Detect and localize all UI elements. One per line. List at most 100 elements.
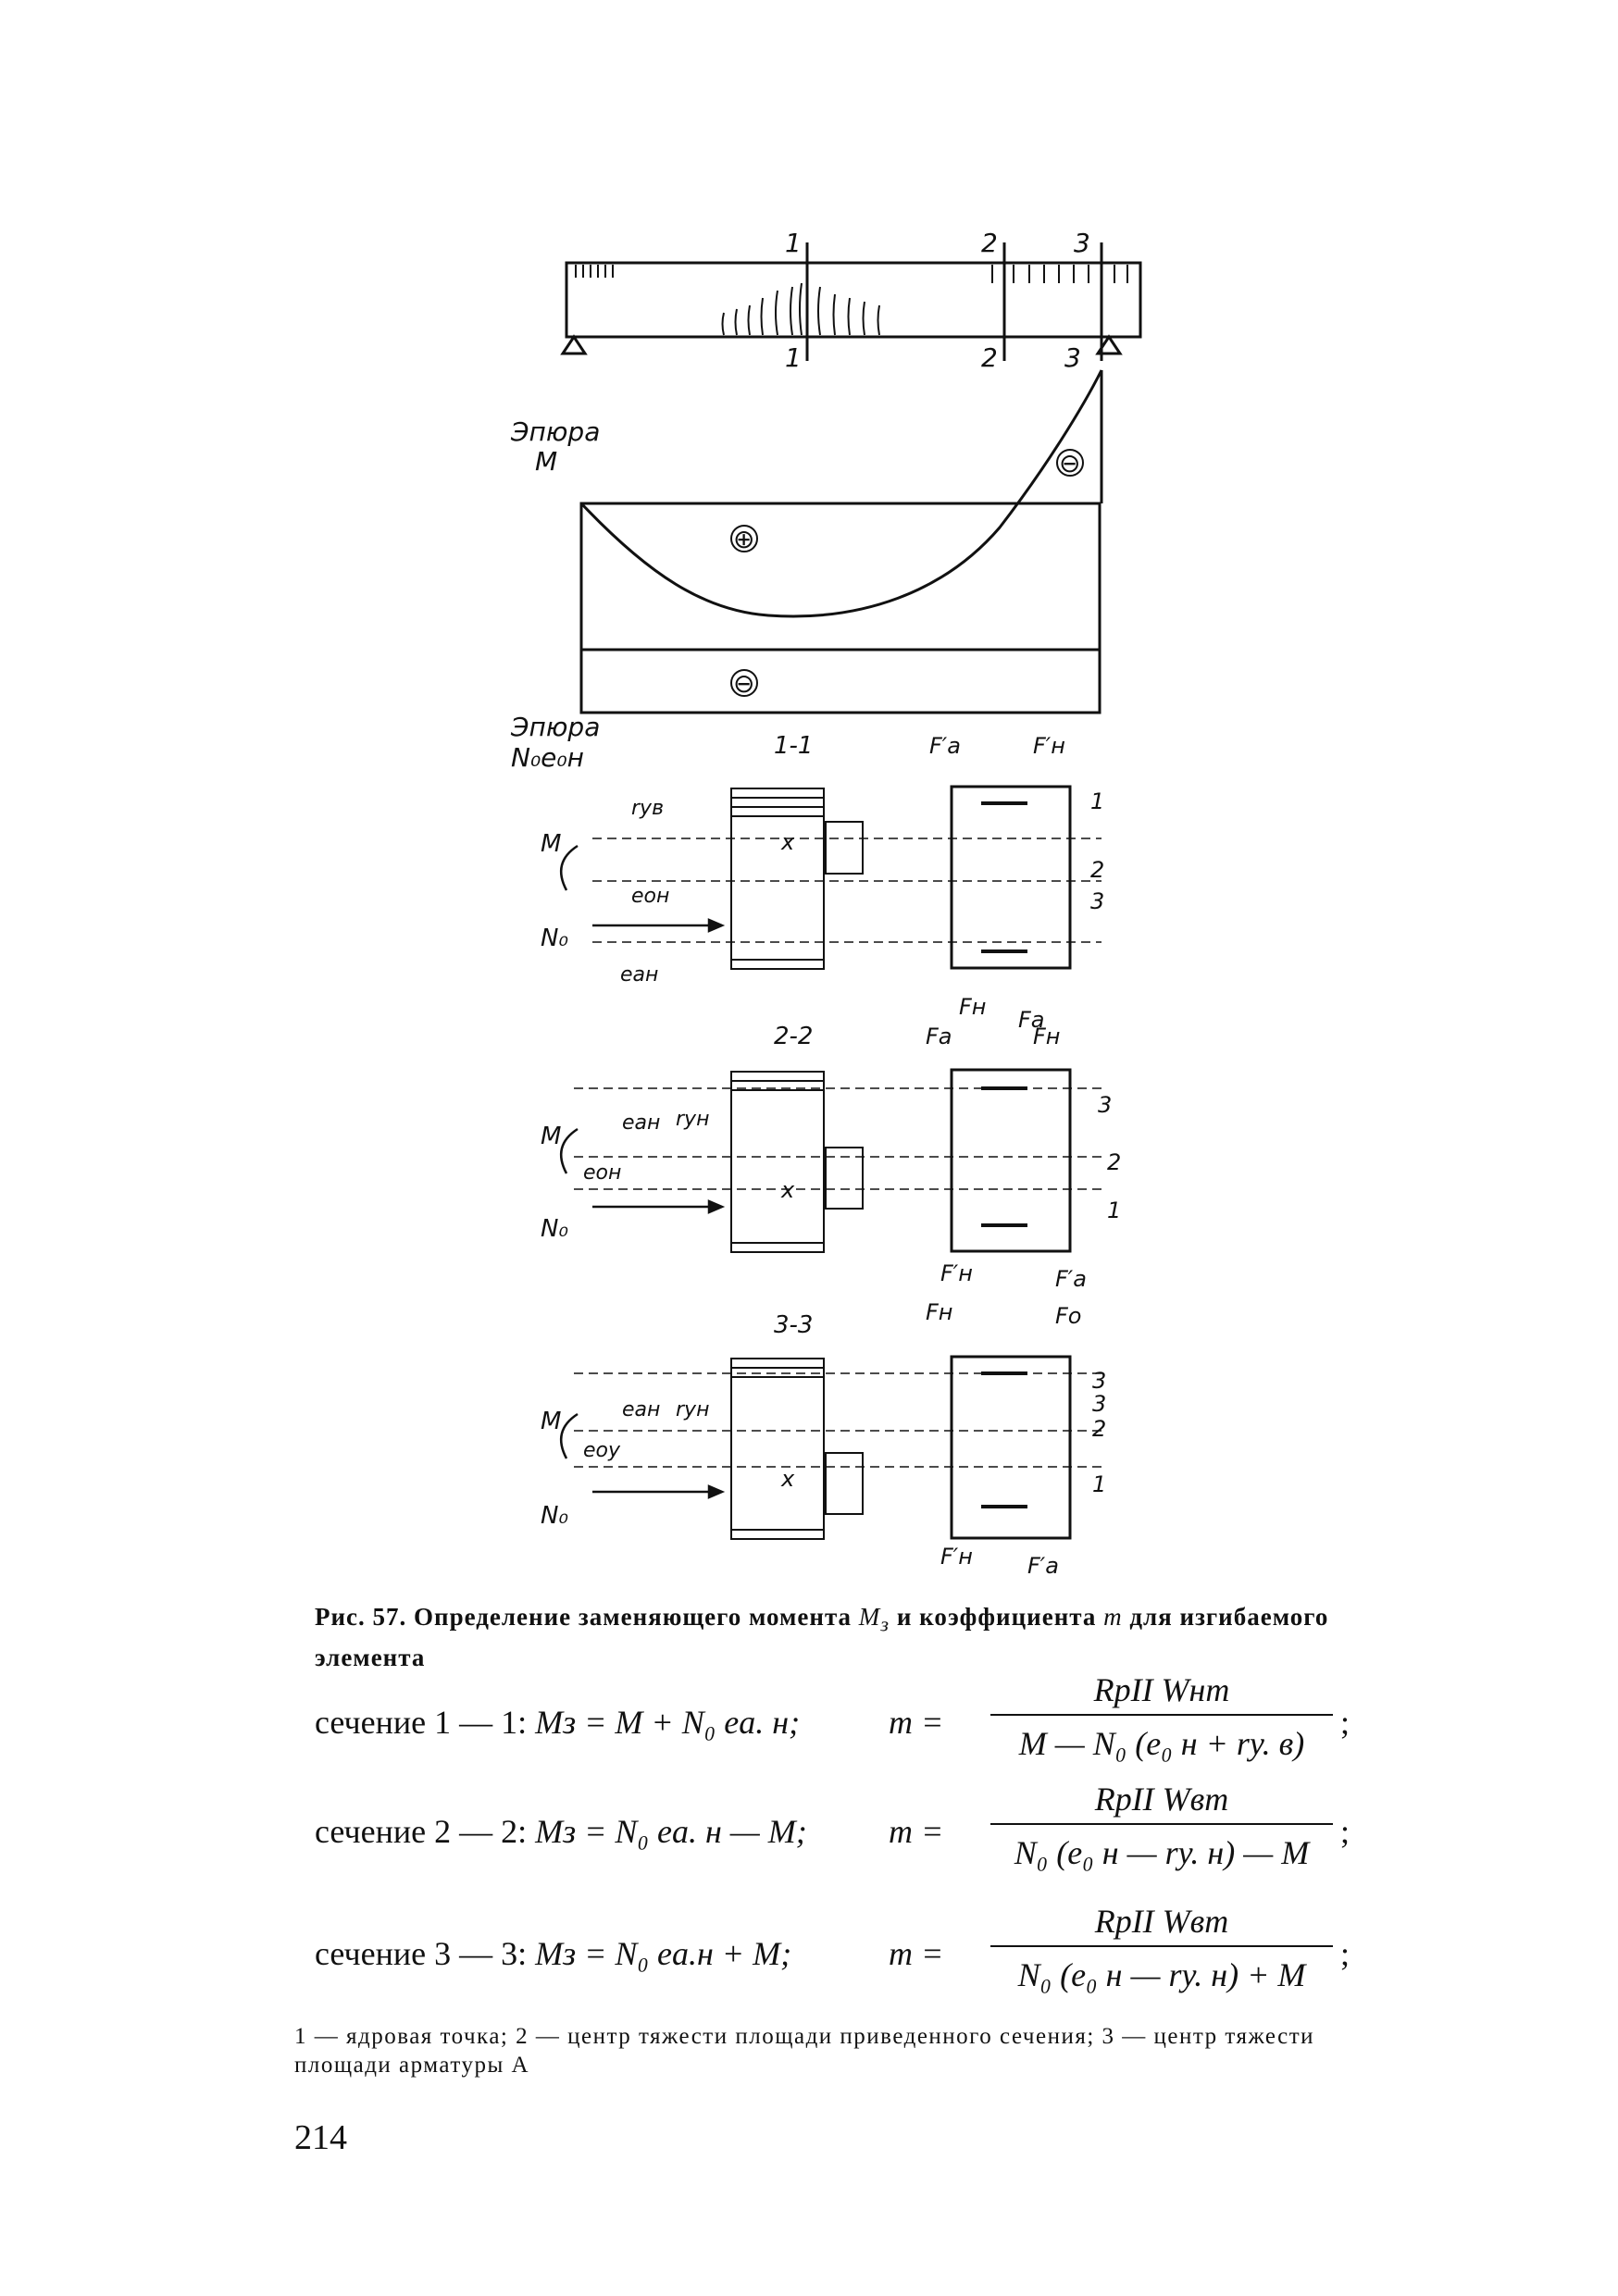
label-n0-1: N₀ xyxy=(541,925,568,952)
formula-1-m-eq: m = xyxy=(889,1704,944,1741)
formula-1-section: сечение 1 — 1: xyxy=(315,1704,528,1741)
label-m-1: M xyxy=(541,830,561,858)
label-p3-2: 3 xyxy=(1098,1092,1112,1118)
section-title-3: 3-3 xyxy=(774,1311,813,1339)
label-p1-2: 1 xyxy=(1107,1198,1121,1223)
label-n0-2: N₀ xyxy=(541,1215,568,1243)
label-m-3: M xyxy=(541,1408,561,1435)
n-diagram-label-line1: Эпюра xyxy=(510,712,600,742)
formula-section-2: сечение 2 — 2: Mз = N₀ eа. н — M; m = Rp… xyxy=(315,1775,1361,1886)
n-diagram-label-line2: N₀e₀н xyxy=(511,742,584,773)
formula-3-denominator: N₀ (e₀ н — rу. н) + M xyxy=(1017,1956,1306,1993)
label-p1-1: 1 xyxy=(1090,788,1104,814)
section-2-axes xyxy=(574,1087,1101,1190)
section-3-cross-section xyxy=(950,1355,1072,1540)
label-eon-2: eон xyxy=(583,1161,621,1185)
minus-sign-top: ⊖ xyxy=(1059,448,1080,478)
section-title-2: 2-2 xyxy=(774,1023,813,1050)
beam-mark-3-top: 3 xyxy=(1074,228,1090,258)
caption-middle: и коэффициента xyxy=(890,1603,1104,1631)
formula-3-section: сечение 3 — 3: xyxy=(315,1935,528,1972)
label-ean-1: eан xyxy=(620,963,658,987)
top-cracks-left xyxy=(575,265,614,278)
bottom-cracks xyxy=(721,282,880,336)
formula-2-numerator: RpII Wвт xyxy=(1094,1781,1229,1818)
label-p3b-3: 3 xyxy=(1092,1391,1106,1417)
formula-3-end: ; xyxy=(1340,1935,1350,1972)
formula-2-end: ; xyxy=(1340,1813,1350,1850)
label-p3-3: 3 xyxy=(1092,1368,1106,1394)
figure-legend: 1 — ядровая точка; 2 — центр тяжести пло… xyxy=(294,2024,1315,2079)
formula-3-m-eq: m = xyxy=(889,1935,944,1972)
formula-2-m-eq: m = xyxy=(889,1813,944,1850)
beam-mark-2-top: 2 xyxy=(981,228,998,258)
section-1-axes xyxy=(592,838,1101,943)
section-1-cross-section xyxy=(950,785,1072,970)
label-eon-1: eон xyxy=(631,885,669,908)
label-fn-prime-2: F′н xyxy=(940,1260,973,1286)
formula-1-denominator: M — N₀ (e₀ н + rу. в) xyxy=(1018,1725,1305,1762)
formula-section-3: сечение 3 — 3: Mз = N₀ eа.н + M; m = RpI… xyxy=(315,1897,1361,2008)
caption-m: m xyxy=(1103,1603,1123,1631)
right-support xyxy=(1095,334,1123,355)
formula-section-1: сечение 1 — 1: Mз = M + N₀ eа. н; m = Rp… xyxy=(315,1666,1361,1777)
label-p2-3: 2 xyxy=(1092,1416,1106,1442)
label-fn-prime-3: F′н xyxy=(940,1544,973,1570)
top-cracks-right xyxy=(991,265,1128,283)
label-fa-prime-1: F′a xyxy=(929,733,961,759)
label-fa-2: Fa xyxy=(926,1024,952,1049)
label-ryn-2: rун xyxy=(676,1108,709,1131)
beam-mark-1-top: 1 xyxy=(785,228,802,258)
minus-sign-bottom: ⊖ xyxy=(733,668,754,699)
section-3-stress-block xyxy=(730,1358,864,1540)
label-fn-prime-1: F′н xyxy=(1033,733,1065,759)
formula-1-expr: Mз = M + N₀ eа. н; xyxy=(535,1704,801,1741)
label-p3-1: 3 xyxy=(1090,888,1104,914)
label-ean-2: eан xyxy=(622,1111,660,1135)
label-fo-3: Fo xyxy=(1055,1303,1082,1329)
label-fa-1: Fa xyxy=(1018,1007,1045,1033)
label-p2-1: 2 xyxy=(1090,857,1104,883)
label-fa-prime-2: F′a xyxy=(1055,1266,1087,1292)
section-1-stress-block xyxy=(730,788,864,970)
label-m-2: M xyxy=(541,1123,561,1150)
section-2-stress-block xyxy=(730,1071,864,1253)
caption-m3: M xyxy=(858,1603,881,1631)
label-x-1: x xyxy=(780,829,795,855)
minus-sign-circle-bottom xyxy=(730,669,758,697)
figure-caption: Рис. 57. Определение заменяющего момента… xyxy=(315,1599,1351,1676)
beam-mark-2-bottom: 2 xyxy=(981,342,998,373)
formula-1-numerator: RpII Wнт xyxy=(1093,1671,1230,1708)
page-number: 214 xyxy=(294,2118,347,2157)
caption-suffix: для изгибаемого элемента xyxy=(315,1603,1329,1672)
label-ean-3: eан xyxy=(622,1398,660,1421)
formula-3-expr: Mз = N₀ eа.н + M; xyxy=(535,1935,792,1972)
label-ryn-3: rун xyxy=(676,1398,709,1421)
caption-prefix: Рис. 57. Определение заменяющего момента xyxy=(315,1603,859,1631)
label-x-3: x xyxy=(780,1466,795,1492)
label-fn-3: Fн xyxy=(926,1299,953,1325)
label-p1-3: 1 xyxy=(1092,1471,1106,1497)
label-eoy-3: eoy xyxy=(583,1439,621,1462)
left-support xyxy=(560,334,588,355)
label-p2-2: 2 xyxy=(1107,1149,1121,1175)
formula-2-section: сечение 2 — 2: xyxy=(315,1813,528,1850)
n0-arrows xyxy=(592,918,726,1499)
label-fn-1: Fн xyxy=(959,994,987,1020)
section-2-cross-section xyxy=(950,1068,1072,1253)
section-title-1: 1-1 xyxy=(774,732,813,760)
label-fn-2: Fн xyxy=(1033,1024,1061,1049)
formula-3-numerator: RpII Wвт xyxy=(1094,1903,1229,1940)
formula-2-expr: Mз = N₀ eа. н — M; xyxy=(535,1813,807,1850)
n-diagram-frame xyxy=(579,648,1101,714)
formula-2-denominator: N₀ (e₀ н — rу. н) — M xyxy=(1014,1834,1310,1871)
label-fa-prime-3: F′a xyxy=(1027,1553,1059,1579)
beam-mark-1-bottom: 1 xyxy=(785,342,802,373)
label-x-2: x xyxy=(780,1177,795,1203)
formula-1-end: ; xyxy=(1340,1704,1350,1741)
minus-sign-circle-top xyxy=(1056,449,1084,477)
moment-arrows xyxy=(559,844,579,1459)
figure-57: 1 2 3 1 2 3 Эпюра M ⊕ ⊖ ⊖ Эпюра N₀e₀н 1-… xyxy=(510,228,1142,1579)
beam-mark-3-bottom: 3 xyxy=(1064,342,1081,373)
label-ryv-1: rув xyxy=(631,797,664,820)
